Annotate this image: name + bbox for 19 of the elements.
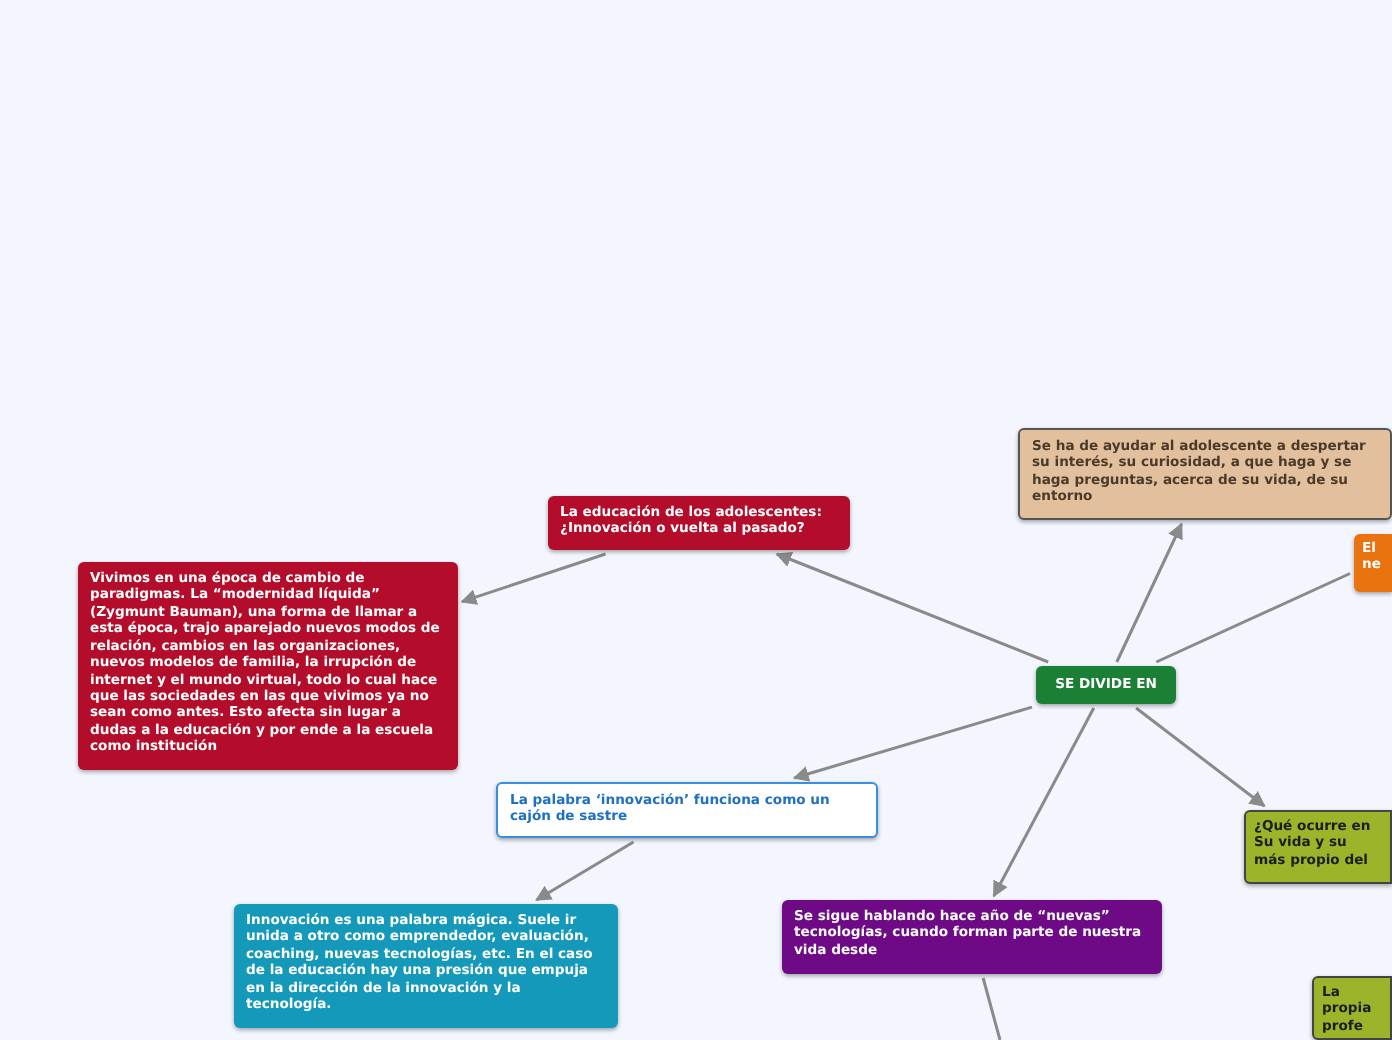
arrow [992, 707, 1096, 898]
arrow [460, 552, 607, 605]
arrow [792, 705, 1033, 782]
note-box [1018, 428, 1392, 520]
topic-box [496, 782, 878, 838]
arrow [535, 840, 635, 902]
central-topic-box [1036, 666, 1176, 704]
connector-line [981, 977, 1002, 1040]
topic-box [782, 900, 1162, 974]
topic-box [1312, 976, 1392, 1040]
arrow [775, 551, 1049, 664]
connector-line [1155, 572, 1351, 664]
topic-box [548, 496, 850, 550]
arrow [1115, 522, 1183, 663]
topic-box [1244, 810, 1392, 884]
note-box [234, 904, 618, 1028]
topic-box [1354, 534, 1392, 592]
arrow [1135, 706, 1266, 808]
note-box [78, 562, 458, 770]
